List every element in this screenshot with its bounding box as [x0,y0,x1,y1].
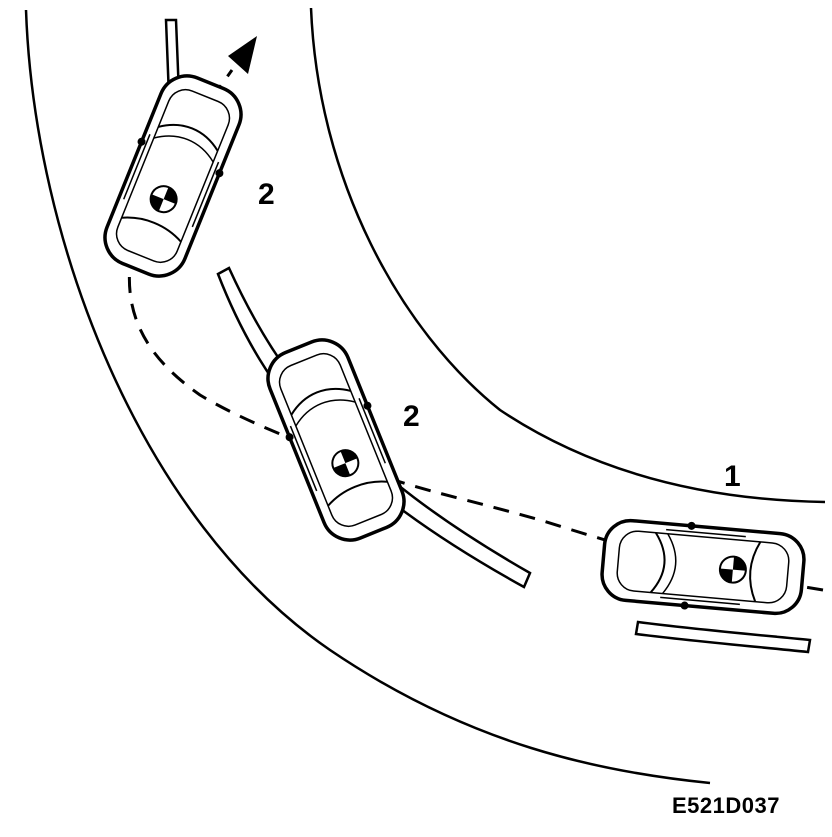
callout-car-exit: 2 [258,178,275,211]
skid-mark-lower [634,620,812,654]
callout-car-middle: 2 [403,400,420,433]
road-inner-edge [309,7,826,504]
path-arrow-head [228,36,257,74]
vehicle-path-dashed [127,69,824,592]
figure-id: E521D037 [672,793,780,818]
car-middle [266,338,406,542]
car-initial [600,518,806,616]
road-outer-edge [24,9,711,785]
car-exit [103,74,243,278]
callout-car-initial: 1 [724,460,741,493]
